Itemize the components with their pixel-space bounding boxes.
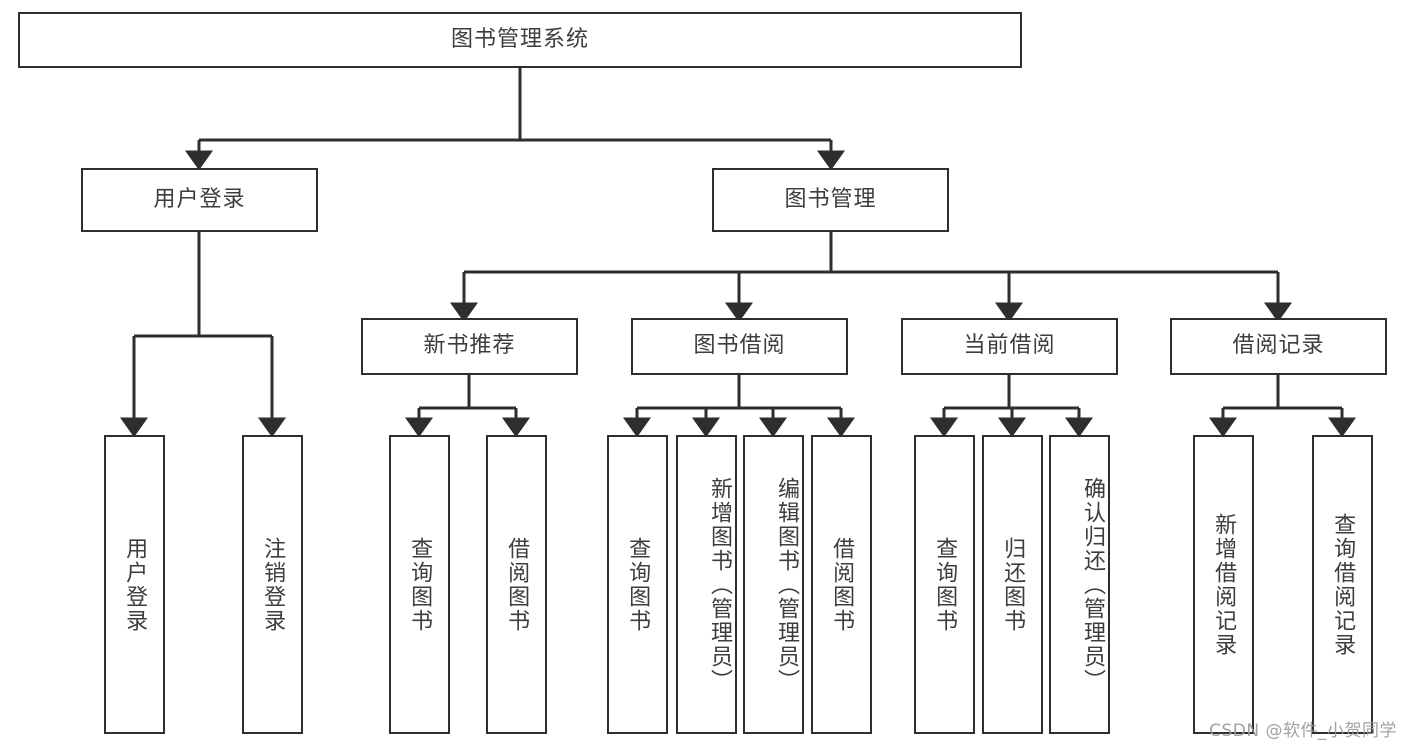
node-current-borrow[interactable]: 当前借阅 [901, 318, 1118, 375]
leaf-user-login[interactable]: 用户登录 [104, 435, 165, 734]
node-root-system[interactable]: 图书管理系统 [18, 12, 1022, 68]
node-label: 新增图书（管理员） [707, 476, 732, 693]
node-label: 新书推荐 [423, 333, 516, 359]
node-book-management[interactable]: 图书管理 [712, 168, 949, 232]
leaf-query-book-current[interactable]: 查询图书 [914, 435, 975, 734]
node-user-login[interactable]: 用户登录 [81, 168, 318, 232]
leaf-add-book-admin[interactable]: 新增图书（管理员） [676, 435, 737, 734]
node-label: 确认归还（管理员） [1080, 476, 1105, 693]
node-borrow-record[interactable]: 借阅记录 [1170, 318, 1387, 375]
node-label: 图书管理 [784, 186, 877, 212]
csdn-watermark: CSDN @软件_小贺同学 [1209, 721, 1397, 741]
node-label: 当前借阅 [963, 333, 1056, 359]
leaf-edit-book-admin[interactable]: 编辑图书（管理员） [743, 435, 804, 734]
leaf-add-borrow-record[interactable]: 新增借阅记录 [1193, 435, 1254, 734]
node-label: 编辑图书（管理员） [774, 476, 799, 693]
leaf-logout-login[interactable]: 注销登录 [242, 435, 303, 734]
leaf-query-book-borrow[interactable]: 查询图书 [607, 435, 668, 734]
node-label: 注销登录 [260, 536, 286, 633]
node-label: 用户登录 [122, 536, 148, 633]
node-label: 查询图书 [932, 536, 958, 633]
leaf-borrow-book-recommend[interactable]: 借阅图书 [486, 435, 547, 734]
leaf-return-book[interactable]: 归还图书 [982, 435, 1043, 734]
node-book-borrow[interactable]: 图书借阅 [631, 318, 848, 375]
node-label: 新增借阅记录 [1211, 512, 1237, 657]
node-label: 借阅图书 [504, 536, 530, 633]
node-label: 图书借阅 [693, 333, 786, 359]
leaf-confirm-return-admin[interactable]: 确认归还（管理员） [1049, 435, 1110, 734]
node-label: 归还图书 [1000, 536, 1026, 633]
node-label: 查询图书 [625, 536, 651, 633]
leaf-query-borrow-record[interactable]: 查询借阅记录 [1312, 435, 1373, 734]
node-label: 图书管理系统 [450, 26, 589, 52]
node-label: 用户登录 [153, 186, 246, 212]
node-label: 借阅记录 [1232, 333, 1325, 359]
leaf-borrow-book[interactable]: 借阅图书 [811, 435, 872, 734]
node-new-book-recommend[interactable]: 新书推荐 [361, 318, 578, 375]
node-label: 借阅图书 [829, 536, 855, 633]
node-label: 查询图书 [407, 536, 433, 633]
leaf-query-book-recommend[interactable]: 查询图书 [389, 435, 450, 734]
node-label: 查询借阅记录 [1330, 512, 1356, 657]
